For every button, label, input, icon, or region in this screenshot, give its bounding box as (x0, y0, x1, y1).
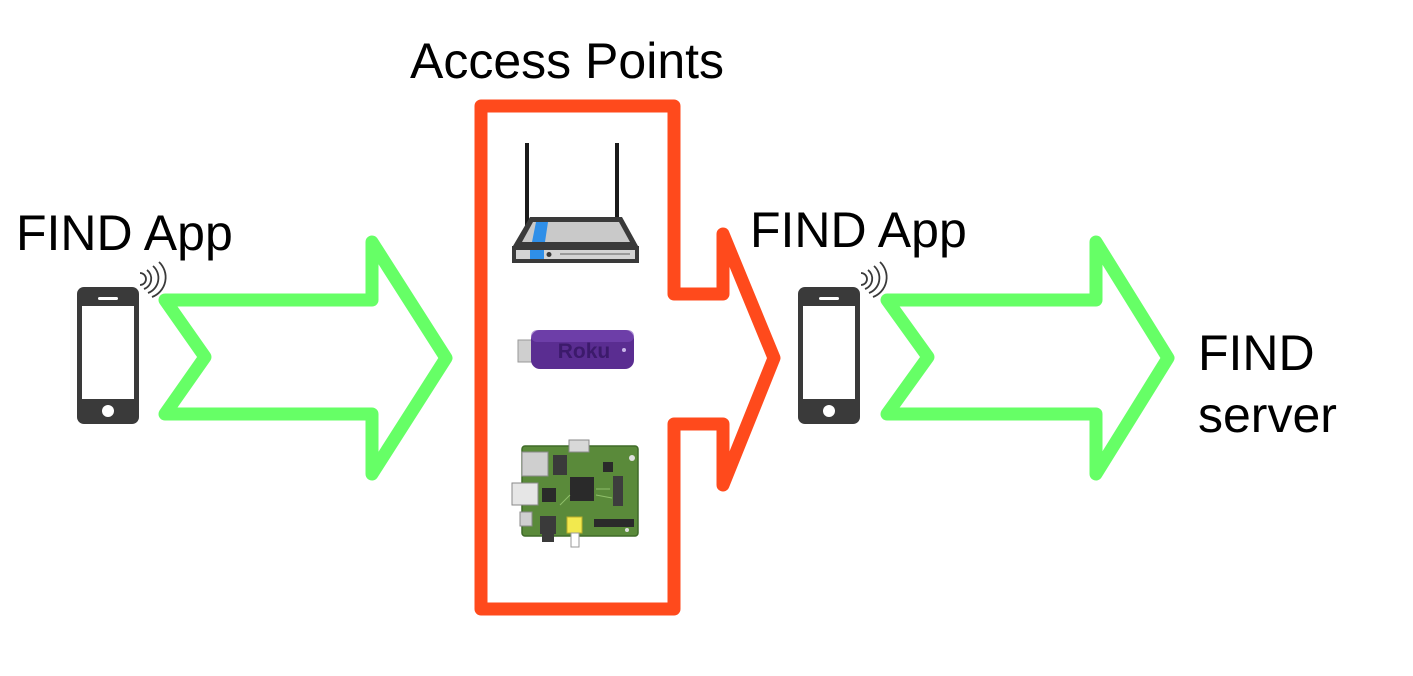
find-server-label: FIND server (1198, 322, 1337, 446)
green-arrow-left (158, 235, 453, 481)
access-points-outline (474, 99, 781, 616)
wifi-signal-icon-left (139, 261, 167, 298)
router-icon (512, 143, 639, 263)
find-server-label-line2: server (1198, 387, 1337, 443)
wifi-signal-icon-right (860, 261, 888, 298)
access-points-label: Access Points (410, 33, 725, 89)
raspberry-pi-icon (511, 439, 639, 548)
roku-logo-text: Roku (558, 340, 611, 363)
roku-stick-icon: Roku (517, 330, 634, 369)
green-arrow-right (880, 235, 1175, 481)
find-app-label-left: FIND App (16, 205, 233, 261)
phone-icon-left (77, 287, 139, 424)
find-server-label-line1: FIND (1198, 325, 1315, 381)
phone-icon-right (798, 287, 860, 424)
find-app-label-right: FIND App (750, 202, 967, 258)
